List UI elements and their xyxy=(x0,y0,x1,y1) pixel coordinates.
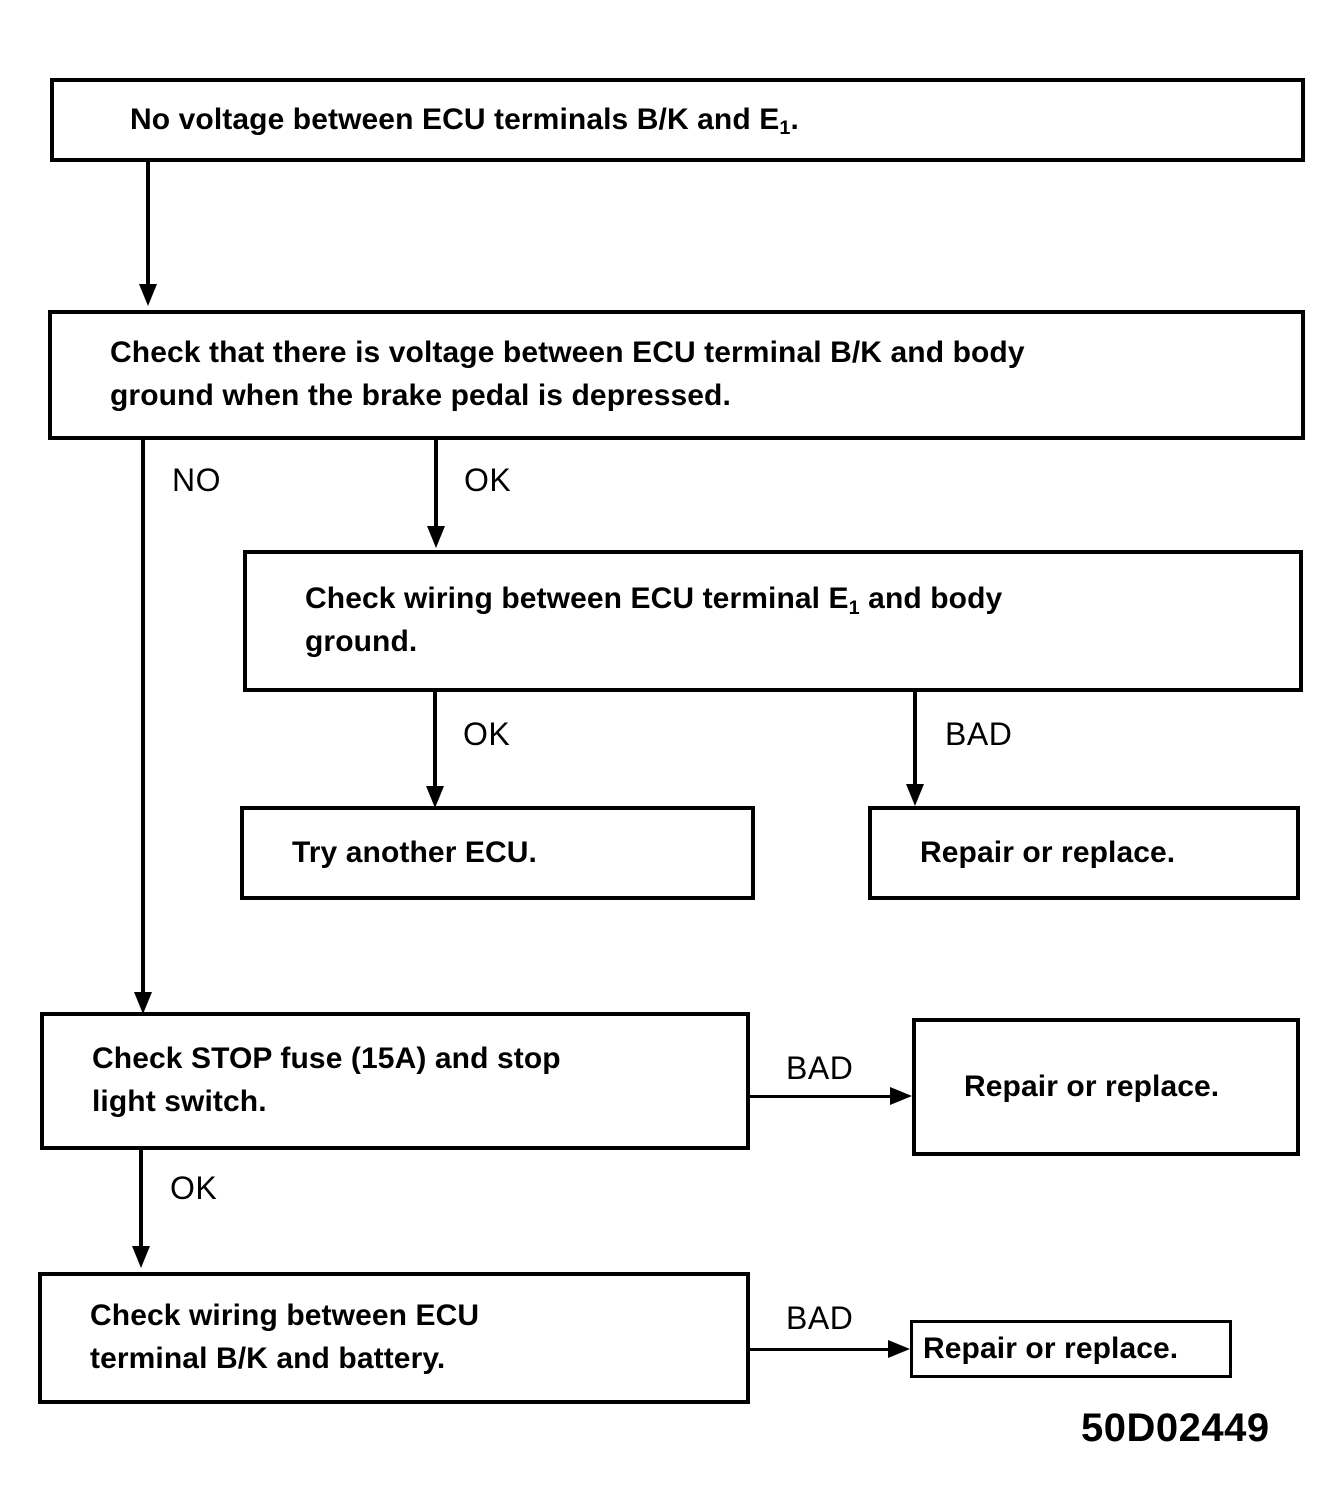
edge-label-bad-wiring: BAD xyxy=(786,1300,854,1336)
node-text-line-2: ground. xyxy=(305,625,418,658)
node-text-line-2: ground when the brake pedal is depressed… xyxy=(110,379,731,412)
subscript-one: 1 xyxy=(779,117,791,140)
node-try-another-ecu: Try another ECU. xyxy=(240,806,755,900)
arrowhead-ok-branch-fuse xyxy=(132,1246,150,1268)
node-repair-or-replace-wiring: Repair or replace. xyxy=(910,1320,1232,1378)
node-text: Try another ECU. xyxy=(292,835,537,869)
node-text: Repair or replace. xyxy=(920,835,1176,869)
node-text-line-2: light switch. xyxy=(92,1085,267,1118)
connector-ok-branch-mid xyxy=(433,692,437,786)
edge-label-bad-fuse: BAD xyxy=(786,1050,854,1086)
edge-label-ok-top: OK xyxy=(464,462,512,498)
node-text-line-1: Check that there is voltage between ECU … xyxy=(110,336,1025,370)
arrowhead-bad-branch-fuse xyxy=(890,1087,912,1105)
node-text: Repair or replace. xyxy=(923,1331,1179,1365)
edge-label-ok-mid: OK xyxy=(463,716,511,752)
connector-no-branch xyxy=(141,440,145,992)
connector-bad-branch-mid xyxy=(913,692,917,784)
node-text-line-1: Check wiring between ECU terminal E1 and… xyxy=(305,582,1003,619)
node-no-voltage-between-ecu-terminals: No voltage between ECU terminals B/K and… xyxy=(50,78,1305,162)
node-check-voltage-bk-body-ground: Check that there is voltage between ECU … xyxy=(48,310,1305,440)
connector-ok-branch-fuse xyxy=(139,1150,143,1246)
node-check-wiring-e1-body-ground: Check wiring between ECU terminal E1 and… xyxy=(243,550,1303,692)
connector-ok-branch-top xyxy=(434,440,438,526)
node-text: No voltage between ECU terminals B/K and… xyxy=(130,102,799,140)
node-check-stop-fuse-and-switch: Check STOP fuse (15A) and stop light swi… xyxy=(40,1012,750,1150)
subscript-one: 1 xyxy=(848,596,860,619)
node-check-wiring-bk-battery: Check wiring between ECU terminal B/K an… xyxy=(38,1272,750,1404)
edge-label-no: NO xyxy=(172,462,221,498)
connector-bad-branch-fuse xyxy=(750,1095,892,1098)
node-text: Repair or replace. xyxy=(964,1069,1220,1103)
arrowhead-bad-branch-mid xyxy=(906,784,924,806)
connector-box1-to-box2 xyxy=(146,162,150,284)
figure-id-label: 50D02449 xyxy=(1081,1406,1270,1450)
edge-label-ok-fuse: OK xyxy=(170,1170,218,1206)
node-text-line-1: Check wiring between ECU xyxy=(90,1299,480,1333)
edge-label-bad-mid: BAD xyxy=(945,716,1013,752)
node-repair-or-replace-mid: Repair or replace. xyxy=(868,806,1300,900)
arrowhead-ok-branch-mid xyxy=(426,786,444,808)
arrowhead-ok-branch-top xyxy=(427,526,445,548)
arrowhead-no-branch xyxy=(134,992,152,1014)
node-text-line-2: terminal B/K and battery. xyxy=(90,1342,446,1375)
arrowhead-box1-to-box2 xyxy=(139,284,157,306)
arrowhead-bad-branch-wiring xyxy=(888,1340,910,1358)
connector-bad-branch-wiring xyxy=(750,1348,890,1351)
node-text-line-1: Check STOP fuse (15A) and stop xyxy=(92,1042,561,1076)
node-repair-or-replace-fuse: Repair or replace. xyxy=(912,1018,1300,1156)
